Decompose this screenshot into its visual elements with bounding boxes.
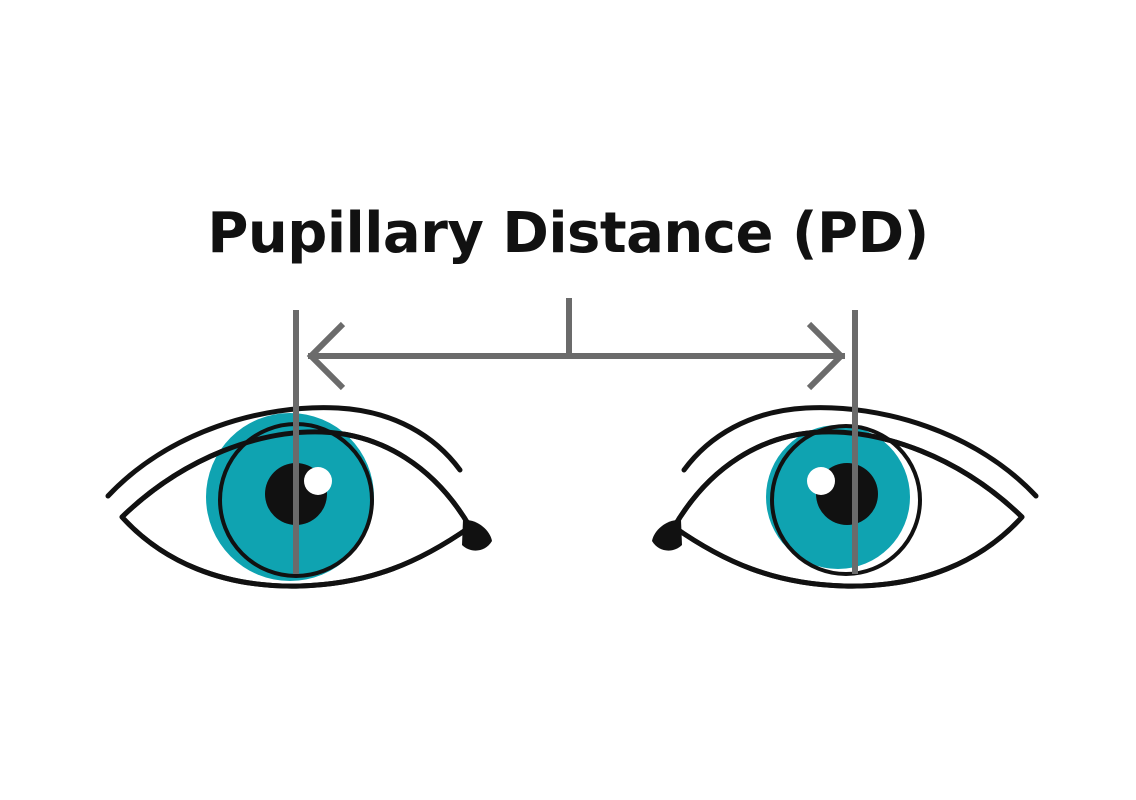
pd-arrowhead-left: [306, 321, 346, 391]
pd-measurement: [293, 298, 858, 574]
left-eye: [105, 405, 492, 589]
right-iris-ring: [770, 424, 922, 576]
left-pupil-highlight: [304, 467, 332, 495]
left-eye-brow-crease: [105, 405, 463, 499]
right-eye: [652, 405, 1039, 589]
right-eye-brow-crease: [681, 405, 1039, 499]
left-tear-duct: [462, 519, 492, 551]
pd-arrowhead-right: [806, 321, 846, 391]
right-tear-duct: [652, 519, 682, 551]
diagram-title: Pupillary Distance (PD): [207, 201, 929, 266]
right-pupil-highlight: [807, 467, 835, 495]
